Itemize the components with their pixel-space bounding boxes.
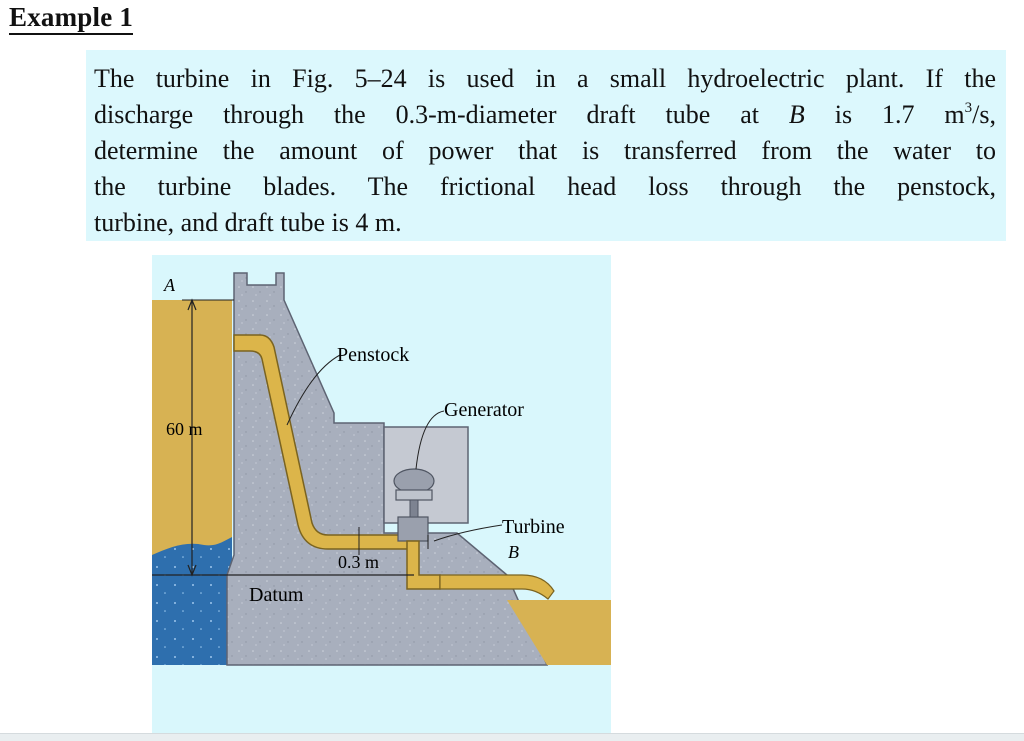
- problem-line-3: determine the amount of power that is tr…: [94, 136, 996, 165]
- problem-line-2: discharge through the 0.3-m-diameter dra…: [94, 100, 996, 129]
- example-heading: Example 1: [9, 2, 134, 35]
- reservoir-water: [152, 537, 232, 665]
- discharge-flow: [439, 574, 555, 600]
- arrow-up: [187, 298, 197, 311]
- label-turbine: Turbine: [502, 516, 565, 538]
- generator-shaft: [409, 499, 419, 518]
- problem-line-5: turbine, and draft tube is 4 m.: [94, 208, 402, 237]
- generator-leader: [415, 410, 445, 470]
- generator-body: [395, 489, 433, 501]
- tailwater-bank: [507, 600, 611, 665]
- penstock-leader: [286, 354, 341, 426]
- problem-statement: The turbine in Fig. 5–24 is used in a sm…: [86, 50, 1006, 241]
- label-penstock: Penstock: [337, 344, 409, 366]
- label-b: B: [508, 542, 519, 562]
- dam-diagram: A 60 m Penstock Generator Turbine B 0.3 …: [152, 272, 611, 666]
- problem-line-1: The turbine in Fig. 5–24 is used in a sm…: [94, 64, 996, 93]
- label-60m: 60 m: [166, 419, 203, 439]
- exponent-3: 3: [964, 100, 973, 116]
- turbine-housing: [397, 516, 429, 542]
- dam-concrete: [226, 272, 549, 666]
- label-diameter: 0.3 m: [338, 552, 379, 572]
- turbine-leader: [433, 524, 503, 542]
- label-generator: Generator: [444, 399, 524, 421]
- problem-line-4: the turbine blades. The frictional head …: [94, 172, 996, 201]
- figure-5-24: A 60 m Penstock Generator Turbine B 0.3 …: [152, 255, 611, 733]
- label-a: A: [163, 275, 176, 295]
- generator-cap: [393, 468, 435, 494]
- point-b-italic: B: [788, 100, 805, 129]
- label-datum: Datum: [249, 584, 304, 606]
- viewer-bottom-edge: [0, 733, 1024, 741]
